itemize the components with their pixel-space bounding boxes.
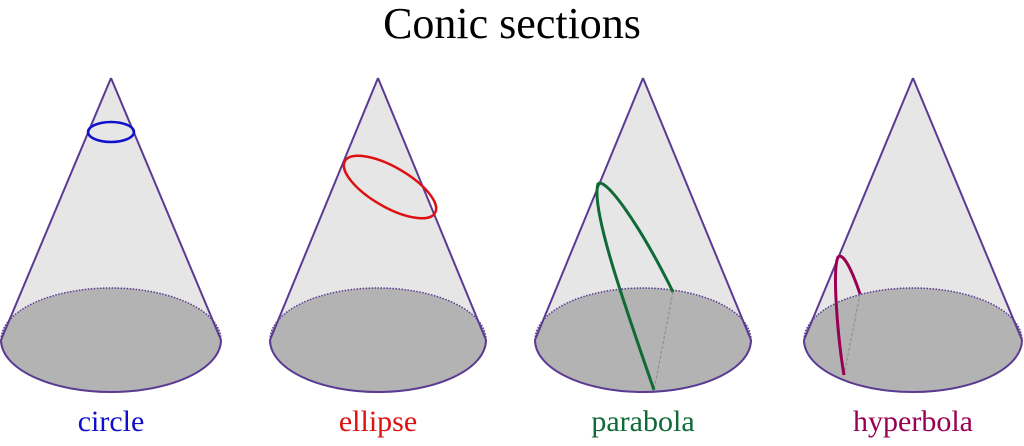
label-parabola: parabola	[591, 405, 695, 438]
label-hyperbola: hyperbola	[853, 405, 973, 438]
diagram-title: Conic sections	[383, 0, 641, 48]
cone-hyperbola	[803, 77, 1023, 393]
parabola-section	[595, 181, 675, 391]
circle-section	[86, 120, 136, 144]
ellipse-section	[342, 154, 438, 220]
label-ellipse: ellipse	[338, 405, 418, 438]
hyperbola-section	[834, 254, 862, 376]
label-circle: circle	[77, 405, 145, 438]
cone-parabola	[534, 77, 752, 393]
cone-ellipse	[269, 77, 487, 393]
cone-circle	[0, 77, 222, 393]
